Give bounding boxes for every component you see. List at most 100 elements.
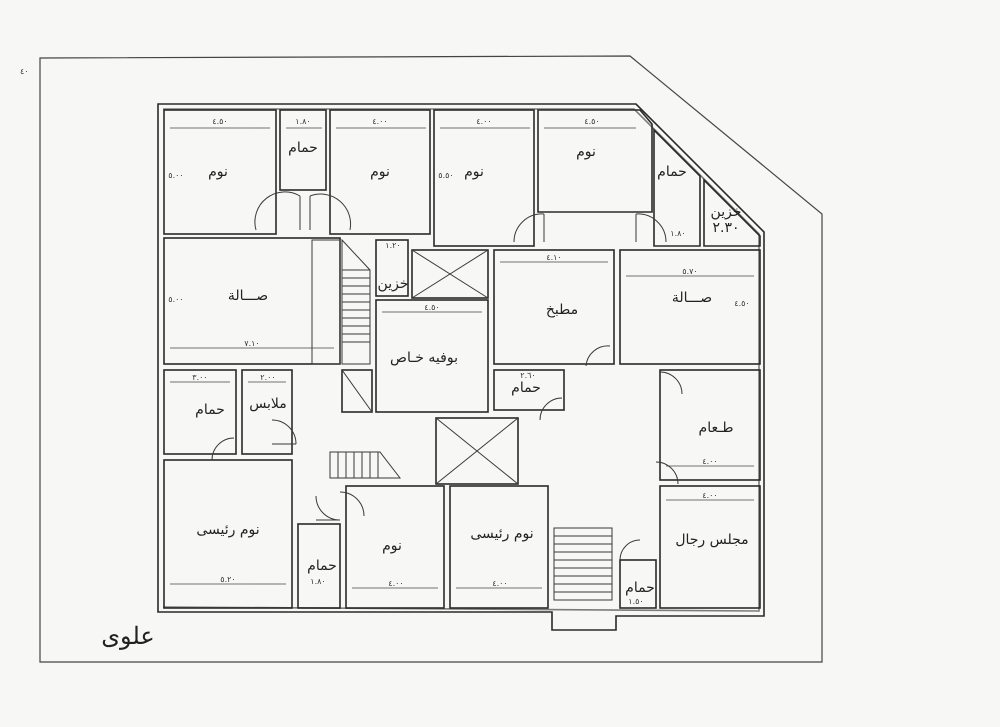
room-bath6 — [619, 559, 657, 609]
void-small-diag — [341, 369, 373, 413]
label-buffet: بوفيه خـاص — [390, 350, 458, 366]
dimension-lines — [170, 127, 754, 589]
dim-bed3-height: ٥.٥٠ — [438, 171, 453, 180]
label-bath5: حمام — [307, 558, 337, 574]
room-bed2 — [329, 109, 431, 235]
dim-buffet-width: ٤.٥٠ — [424, 303, 439, 312]
light-shaft-2-cross — [435, 417, 519, 485]
dim-bath6-width: ١.٥٠ — [628, 597, 643, 606]
room-bath1 — [279, 109, 327, 191]
dim-hall1-height: ٥.٠٠ — [168, 295, 183, 304]
room-hall2 — [619, 249, 761, 365]
stairs-middle — [329, 451, 402, 479]
dim-bed1-height: ٥.٠٠ — [168, 171, 183, 180]
label-bath1: حمام — [288, 140, 318, 156]
label-bed2: نوم — [370, 164, 390, 180]
dim-dining-width: ٤.٠٠ — [702, 457, 717, 466]
room-dressing — [241, 369, 293, 455]
dim-bath1-width: ١.٨٠ — [295, 117, 310, 126]
dim-bed3-width: ٤.٠٠ — [476, 117, 491, 126]
door-bed2 — [309, 193, 352, 231]
room-dining — [659, 369, 761, 481]
room-bath5 — [297, 523, 341, 609]
door-dining — [659, 371, 683, 395]
dim-store2-width: ١.٢٠ — [385, 241, 400, 250]
dim-bed2-width: ٤.٠٠ — [372, 117, 387, 126]
room-bed4 — [537, 109, 653, 213]
stairs-middle-treads — [337, 452, 379, 478]
stairs-upper — [311, 239, 341, 365]
label-master2: نوم رئيسى — [470, 526, 533, 542]
label-store2: خزين — [378, 276, 409, 292]
dim-bath5-width: ١.٨٠ — [310, 577, 325, 586]
dim-bed4-width: ٤.٥٠ — [584, 117, 599, 126]
door-bed5 — [339, 491, 365, 517]
room-buffet — [375, 299, 489, 413]
dim-kitchen-width: ٤.١٠ — [546, 253, 561, 262]
door-bed1 — [254, 191, 301, 231]
room-bed3 — [433, 109, 535, 247]
dim-hall2-height: ٤.٥٠ — [734, 299, 749, 308]
stairs-upper-treads — [342, 269, 370, 343]
room-master2 — [449, 485, 549, 609]
stairs-upper-run — [341, 238, 371, 365]
door-bath5 — [315, 495, 341, 521]
dim-bath3-width: ٣.٠٠ — [192, 373, 207, 382]
dim-bath2-width: ١.٨٠ — [670, 229, 685, 238]
building-outline — [157, 103, 765, 631]
door-bath2 — [635, 213, 667, 243]
room-store1 — [703, 178, 761, 247]
label-bath2: حمام — [657, 164, 687, 180]
label-store1: خزين — [711, 204, 742, 220]
label-dining: طـعام — [699, 420, 734, 436]
floor-name: علوى — [101, 622, 154, 650]
room-master1 — [163, 459, 293, 609]
room-bed1 — [163, 109, 277, 235]
dim-bed5-width: ٤.٠٠ — [388, 579, 403, 588]
label-bath3: حمام — [195, 402, 225, 418]
label-bath6: حمام — [625, 580, 655, 596]
door-kitchen — [585, 345, 611, 367]
void-small — [341, 369, 373, 413]
label-majlis: مجلس رجال — [675, 532, 748, 548]
light-shaft-2 — [435, 417, 519, 485]
light-shaft-1-cross — [411, 249, 489, 299]
door-master1 — [211, 437, 235, 461]
dim-master1-width: ٥.٢٠ — [220, 575, 235, 584]
room-bath3 — [163, 369, 237, 455]
dim-bath4-width: ٢.٦٠ — [520, 371, 535, 380]
label-dressing: ملابس — [249, 396, 287, 412]
dim-master2-width: ٤.٠٠ — [492, 579, 507, 588]
light-shaft-1 — [411, 249, 489, 299]
sheet-frame — [39, 55, 823, 663]
label-master1: نوم رئيسى — [196, 522, 259, 538]
stairs-lower-treads — [554, 535, 612, 593]
dim-store1-width: ٢.٣٠ — [712, 220, 739, 236]
label-bed5: نوم — [382, 538, 402, 554]
room-bath2 — [653, 128, 701, 247]
corner-mark: ٤٠ — [20, 67, 29, 76]
dim-hall1-width: ٧.١٠ — [244, 339, 259, 348]
label-bath4: حمام — [511, 380, 541, 396]
label-bed1: نوم — [208, 164, 228, 180]
door-bath6 — [619, 539, 641, 561]
door-majlis — [655, 461, 679, 485]
label-bed3: نوم — [464, 164, 484, 180]
label-hall1: صـــالة — [228, 288, 268, 304]
stairs-lower — [553, 527, 613, 601]
dim-bed1-width: ٤.٥٠ — [212, 117, 227, 126]
label-bed4: نوم — [576, 144, 596, 160]
label-hall2: صـــالة — [672, 290, 712, 306]
dim-hall2-width: ٥.٧٠ — [682, 267, 697, 276]
room-kitchen — [493, 249, 615, 365]
room-bath4 — [493, 369, 565, 411]
door-dressing — [271, 419, 297, 445]
room-store2 — [375, 239, 409, 297]
room-bed5 — [345, 485, 445, 609]
dim-majlis-width: ٤.٠٠ — [702, 491, 717, 500]
room-majlis — [659, 485, 761, 609]
label-kitchen: مطبخ — [546, 302, 578, 318]
door-bed3 — [513, 213, 545, 243]
door-bath4 — [539, 397, 563, 421]
